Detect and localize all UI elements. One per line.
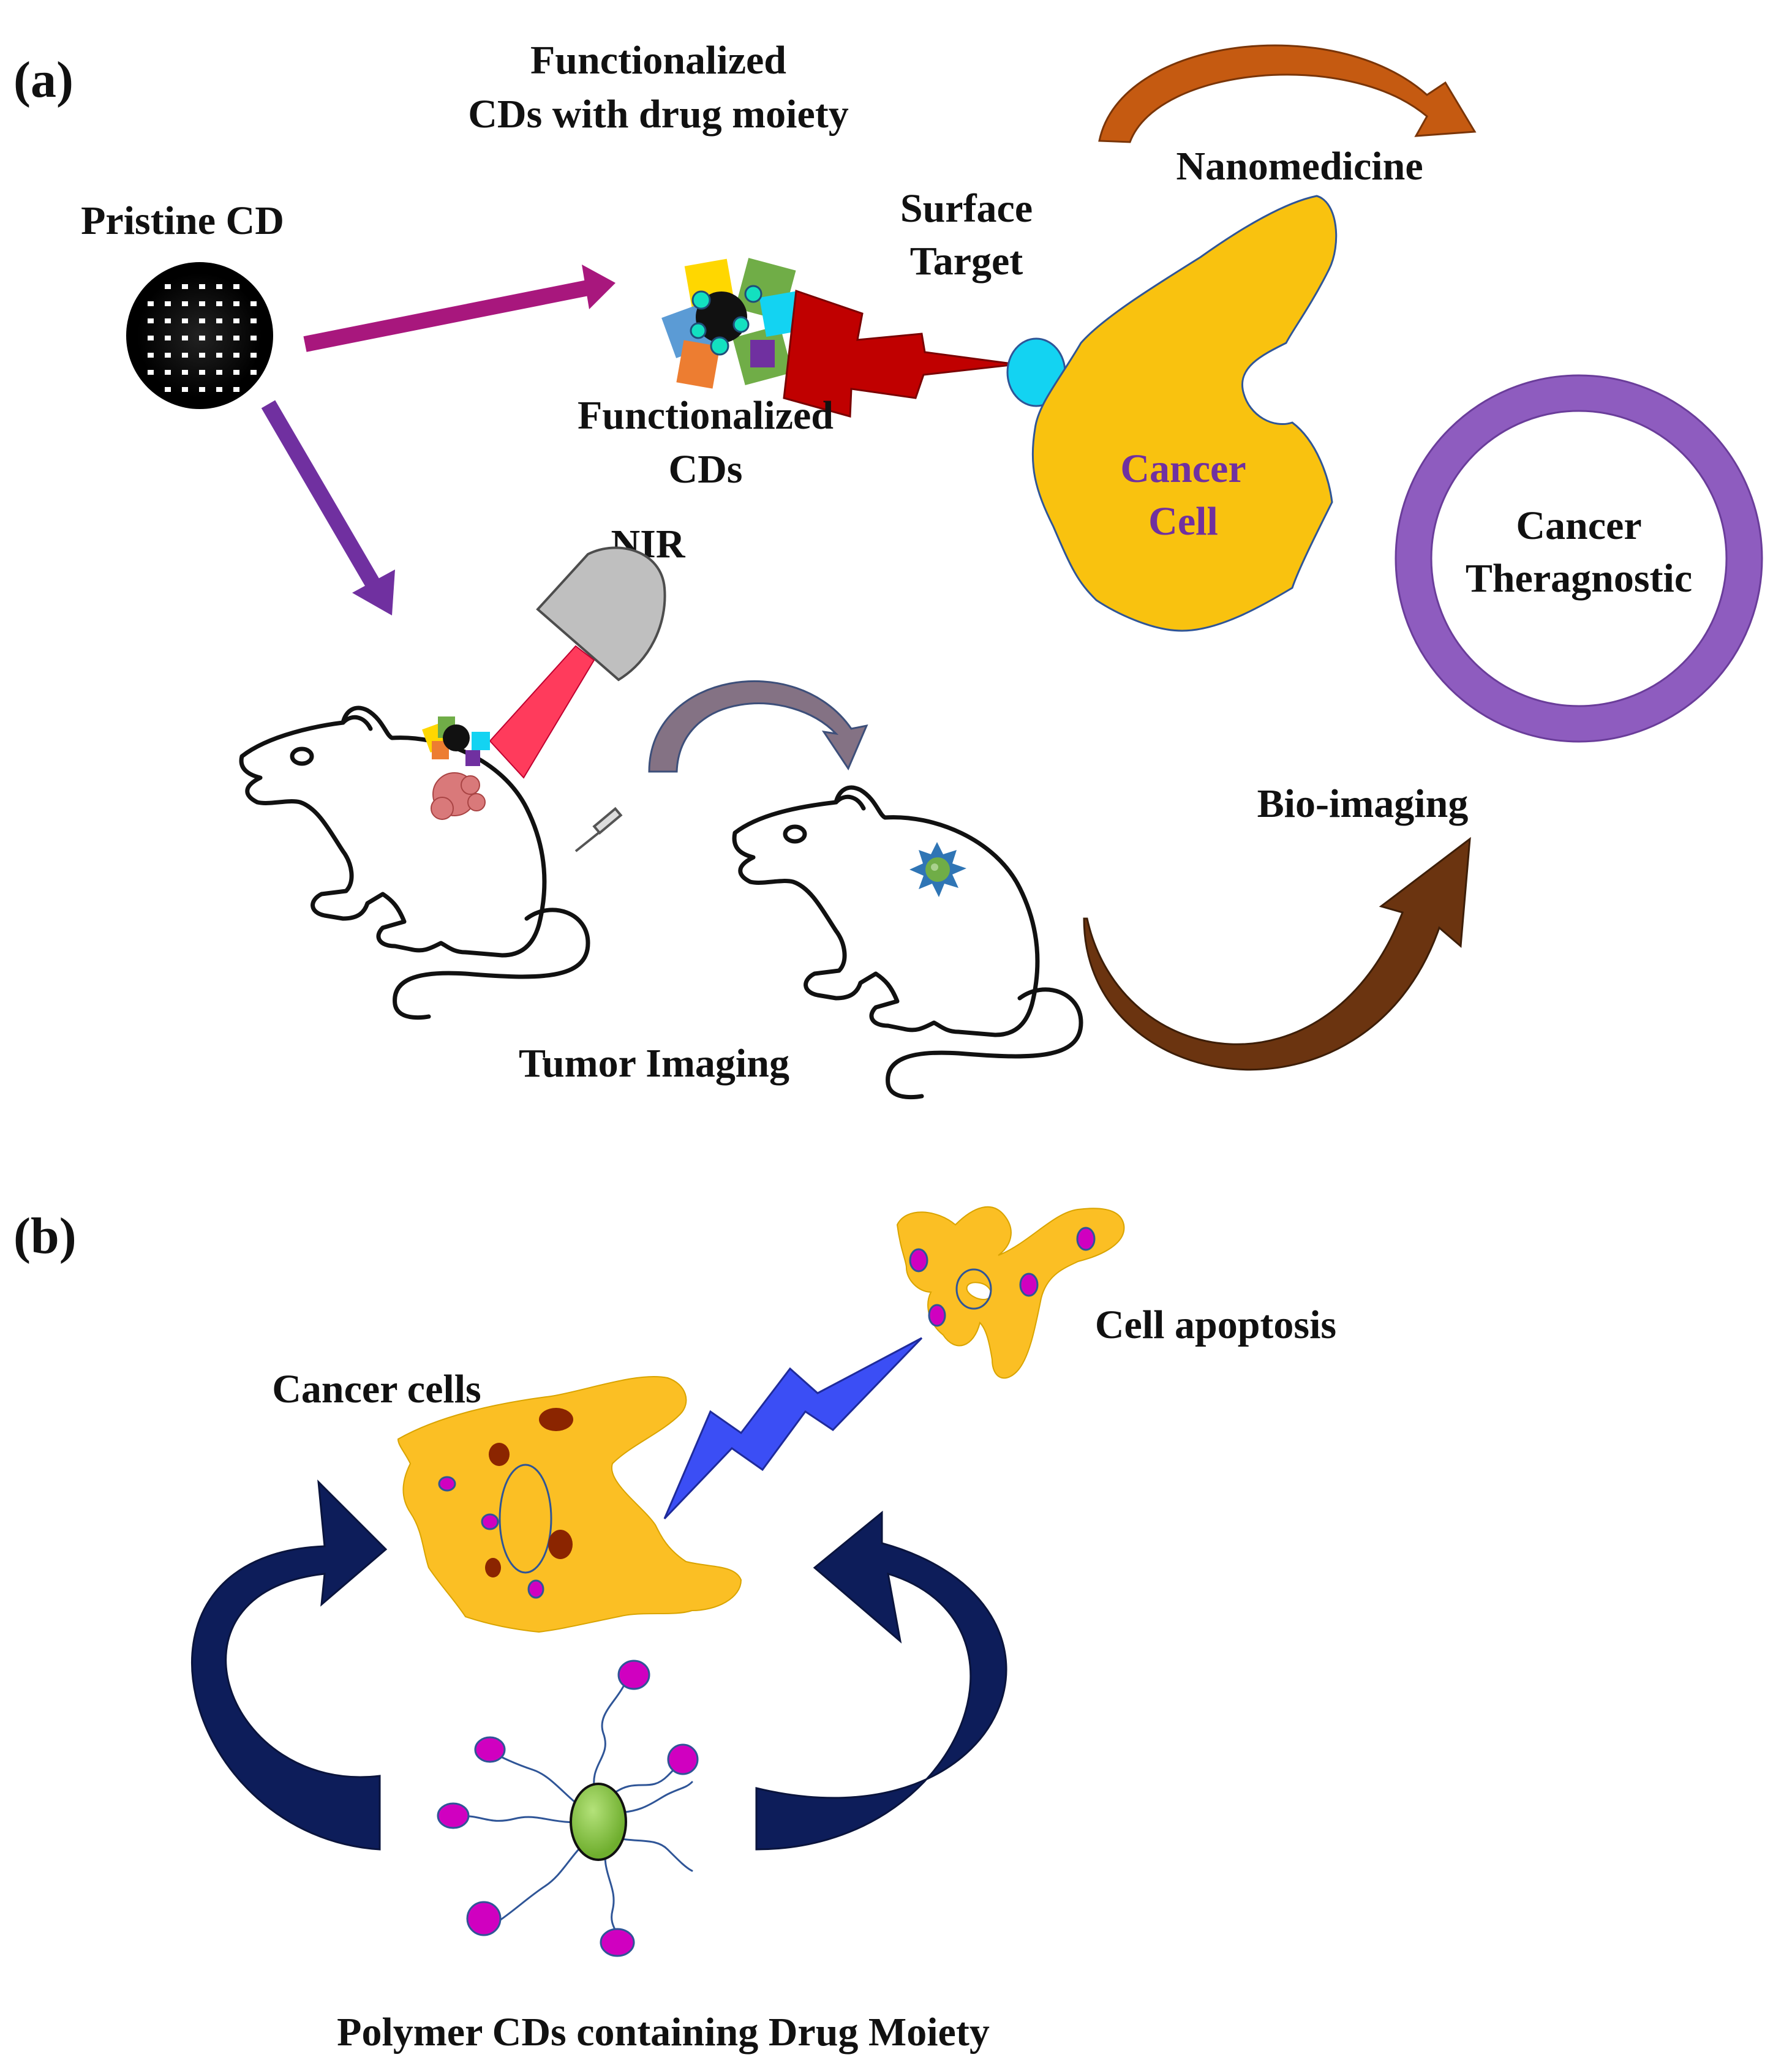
mouse-with-tumor: [239, 705, 590, 1020]
surface-target-label-line1: Surface: [900, 186, 1033, 231]
bio-imaging-curved-arrow: [1083, 837, 1471, 1071]
theragnostic-label-line1: Cancer: [1516, 503, 1641, 548]
cd-lattice-dot: [148, 353, 154, 358]
cd-lattice-dot: [216, 318, 222, 323]
nanomedicine-curved-arrow: [1098, 44, 1477, 143]
cd-lattice-dot: [165, 353, 171, 358]
cd-lattice-dot: [216, 301, 222, 306]
cd-lattice-dot: [199, 370, 205, 375]
tumor-cd-cluster: [422, 716, 490, 766]
tumor-imaging-label: Tumor Imaging: [519, 1041, 789, 1086]
cd-lattice-dot: [233, 284, 239, 289]
cd-lattice-dot: [165, 336, 171, 340]
cd-lattice-dot: [182, 284, 188, 289]
cd-lattice-dot: [199, 301, 205, 306]
functionalized-drug-label-line2: CDs with drug moiety: [468, 92, 849, 137]
cd-lattice-dot: [182, 301, 188, 306]
left-navy-curved-arrow: [191, 1479, 388, 1851]
cd-lattice-dot: [182, 336, 188, 340]
cd-lattice-dot: [250, 353, 257, 358]
cd-lattice-dot: [165, 318, 171, 323]
surface-target-label-line2: Target: [910, 239, 1023, 284]
cd-lattice-dot: [250, 301, 257, 306]
nanomedicine-label: Nanomedicine: [1176, 144, 1423, 189]
cd-lattice-dot: [216, 336, 222, 340]
cd-lattice-dot: [148, 318, 154, 323]
cancer-cells-shape: [397, 1375, 742, 1633]
blue-apoptosis-bolt: [663, 1337, 923, 1520]
red-targeting-bolt: [783, 289, 1017, 418]
mouse-transition-curved-arrow: [648, 680, 868, 773]
polymer-cd-core: [570, 1783, 627, 1861]
cd-lattice-dot: [182, 387, 188, 392]
cancer-cell-label-line1: Cancer: [1120, 446, 1246, 491]
cd-lattice-dot: [199, 284, 205, 289]
cd-lattice-dot: [233, 387, 239, 392]
polymer-cds-label: Polymer CDs containing Drug Moiety: [337, 2010, 990, 2055]
cd-lattice-dot: [165, 387, 171, 392]
cancer-cells-contents: [438, 1408, 573, 1599]
cd-lattice-dot: [233, 318, 239, 323]
panel-b-letter: (b): [13, 1208, 77, 1265]
cd-lattice-dot: [250, 336, 257, 340]
pristine-cd-label: Pristine CD: [81, 198, 284, 243]
panel-a-letter: (a): [13, 51, 73, 108]
tumor-blob: [431, 772, 486, 820]
syringe-icon: [574, 807, 623, 852]
cancer-cell-label-line2: Cell: [1148, 499, 1218, 544]
cd-lattice-dot: [148, 301, 154, 306]
cd-lattice-dot: [165, 370, 171, 375]
cd-lattice-dot: [199, 336, 205, 340]
cd-lattice-dot: [233, 370, 239, 375]
cd-lattice-dot: [216, 387, 222, 392]
cd-lattice-dot: [250, 318, 257, 323]
nir-lamp: [536, 546, 666, 682]
cancer-theragnostic-ring: [1396, 375, 1762, 742]
cancer-cells-label: Cancer cells: [272, 1367, 481, 1412]
apoptotic-cell-contents: [909, 1227, 1096, 1327]
cd-lattice-dot: [216, 353, 222, 358]
polymer-drug-moieties: [437, 1660, 699, 1957]
pristine-cd-particle: [126, 262, 273, 409]
cd-lattice-dot: [148, 370, 154, 375]
imaging-marker: [909, 842, 966, 897]
cd-lattice-dot: [199, 353, 205, 358]
to-tumor-arrow: [261, 400, 395, 615]
cd-lattice-dot: [250, 370, 257, 375]
right-navy-curved-arrow: [755, 1510, 1007, 1851]
cd-lattice-dot: [233, 301, 239, 306]
cd-lattice-dot: [233, 353, 239, 358]
cd-lattice-dot: [216, 370, 222, 375]
cancer-cell-shape: [1031, 195, 1338, 632]
mouse-imaging: [732, 785, 1083, 1100]
functionalized-cds-label-line2: CDs: [668, 447, 742, 492]
bio-imaging-label: Bio-imaging: [1257, 781, 1469, 826]
nir-beam: [489, 645, 595, 779]
cd-lattice-dot: [165, 284, 171, 289]
functionalized-cds-label-line1: Functionalized: [578, 393, 834, 438]
cd-lattice-dot: [182, 353, 188, 358]
functionalized-drug-label-line1: Functionalized: [530, 38, 786, 83]
cd-lattice-dot: [216, 284, 222, 289]
cd-lattice-dot: [182, 370, 188, 375]
functionalized-cd-cluster: [661, 258, 806, 389]
to-functionalized-arrow: [303, 265, 616, 352]
cd-lattice-dot: [148, 336, 154, 340]
cd-lattice-dot: [182, 318, 188, 323]
cd-lattice-dot: [199, 318, 205, 323]
theragnostic-label-line2: Theragnostic: [1466, 556, 1692, 601]
cd-lattice-dot: [233, 336, 239, 340]
cd-lattice-dot: [199, 387, 205, 392]
cd-lattice-dot: [165, 301, 171, 306]
cell-apoptosis-label: Cell apoptosis: [1095, 1303, 1336, 1347]
